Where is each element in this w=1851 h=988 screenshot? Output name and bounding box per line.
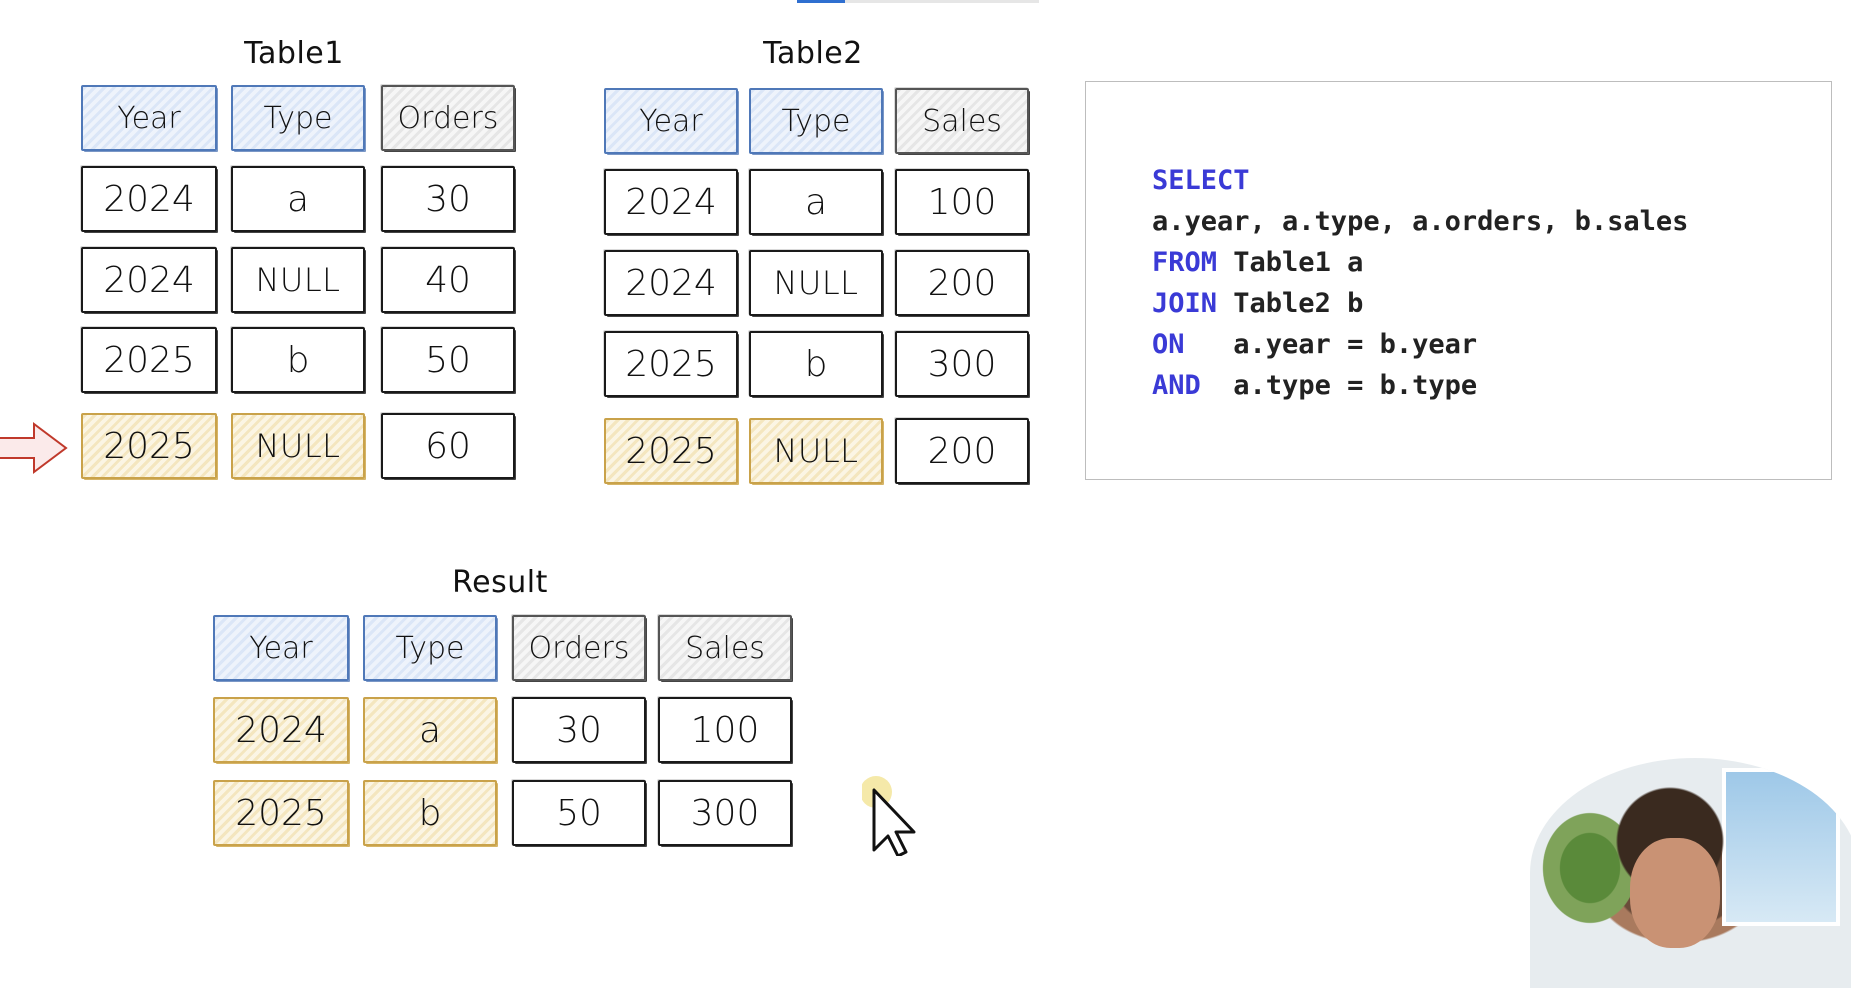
table2-cell-sales: 100	[895, 169, 1029, 235]
result-cell-year: 2025	[213, 780, 349, 846]
table2-cell-sales: 200	[895, 250, 1029, 316]
result-header-type: Type	[363, 615, 497, 681]
sql-and-condition: a.type = b.type	[1200, 370, 1478, 401]
result-cell-sales: 100	[658, 697, 792, 763]
table1-header-type: Type	[231, 85, 365, 151]
result-cell-year: 2024	[213, 697, 349, 763]
table1-cell-orders: 30	[381, 166, 515, 232]
sql-select-columns: a.year, a.type, a.orders, b.sales	[1152, 206, 1689, 237]
mouse-cursor-icon	[862, 776, 916, 856]
table1-cell-type-highlight: NULL	[231, 413, 365, 479]
table1-title: Table1	[244, 36, 344, 71]
table1-header-orders: Orders	[381, 85, 515, 151]
result-title: Result	[452, 565, 548, 600]
presenter-webcam	[1530, 758, 1851, 988]
result-cell-type: b	[363, 780, 497, 846]
sql-query: SELECT a.year, a.type, a.orders, b.sales…	[1152, 160, 1688, 406]
table2-header-sales: Sales	[895, 88, 1029, 154]
video-progress-bar	[797, 0, 1039, 3]
table2-cell-sales: 300	[895, 331, 1029, 397]
sql-on-condition: a.year = b.year	[1184, 329, 1478, 360]
table1-cell-year-highlight: 2025	[81, 413, 217, 479]
table2-cell-year-highlight: 2025	[604, 418, 738, 484]
table1-cell-type: a	[231, 166, 365, 232]
result-cell-sales: 300	[658, 780, 792, 846]
sql-keyword-select: SELECT	[1152, 165, 1250, 196]
table2-cell-type: NULL	[749, 250, 883, 316]
table2-cell-type: a	[749, 169, 883, 235]
table1-cell-orders: 40	[381, 247, 515, 313]
table2-title: Table2	[763, 36, 863, 71]
sql-keyword-and: AND	[1152, 370, 1201, 401]
table2-header-type: Type	[749, 88, 883, 154]
result-cell-type: a	[363, 697, 497, 763]
arrow-right-icon	[0, 422, 68, 474]
result-header-orders: Orders	[512, 615, 646, 681]
table1-cell-year: 2024	[81, 247, 217, 313]
result-header-sales: Sales	[658, 615, 792, 681]
sql-keyword-on: ON	[1152, 329, 1185, 360]
table1-cell-year: 2024	[81, 166, 217, 232]
sql-join-table: Table2 b	[1217, 288, 1364, 319]
table2-cell-year: 2024	[604, 250, 738, 316]
result-cell-orders: 50	[512, 780, 646, 846]
table2-cell-year: 2025	[604, 331, 738, 397]
table1-cell-type: b	[231, 327, 365, 393]
table1-cell-type: NULL	[231, 247, 365, 313]
sql-keyword-from: FROM	[1152, 247, 1218, 278]
table2-cell-type: b	[749, 331, 883, 397]
sql-query-box: SELECT a.year, a.type, a.orders, b.sales…	[1085, 81, 1832, 480]
table2-cell-type-highlight: NULL	[749, 418, 883, 484]
table1-cell-orders: 50	[381, 327, 515, 393]
table1-cell-orders: 60	[381, 413, 515, 479]
result-header-year: Year	[213, 615, 349, 681]
sql-keyword-join: JOIN	[1152, 288, 1218, 319]
result-cell-orders: 30	[512, 697, 646, 763]
table2-cell-year: 2024	[604, 169, 738, 235]
table1-header-year: Year	[81, 85, 217, 151]
table2-header-year: Year	[604, 88, 738, 154]
table2-cell-sales: 200	[895, 418, 1029, 484]
table1-cell-year: 2025	[81, 327, 217, 393]
sql-from-table: Table1 a	[1217, 247, 1364, 278]
